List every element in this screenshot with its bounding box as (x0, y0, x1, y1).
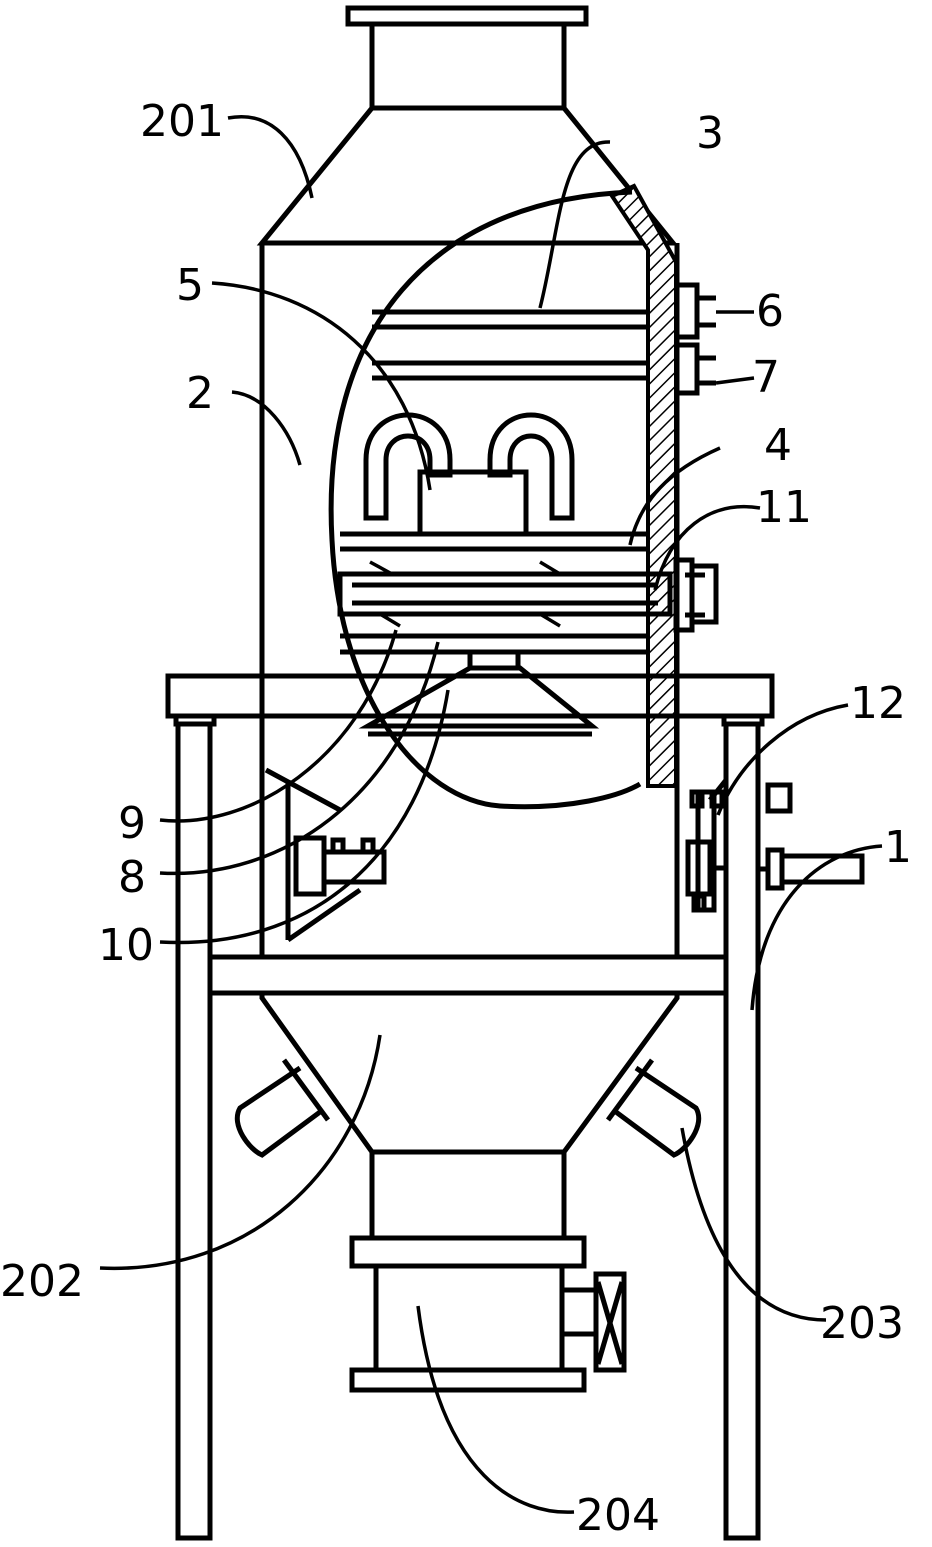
label-3: 3 (696, 108, 724, 159)
frame-legs (175, 721, 761, 1541)
label-8: 8 (118, 852, 146, 903)
bottom-outlet (349, 1152, 627, 1393)
label-204: 204 (576, 1490, 660, 1541)
label-5: 5 (176, 260, 204, 311)
detail-circle (328, 189, 642, 810)
lower-frame-plate (207, 954, 729, 996)
guide-bars (372, 309, 648, 381)
side-pipe-right (605, 1058, 702, 1158)
label-4: 4 (764, 420, 792, 471)
funnel (358, 652, 600, 737)
label-201: 201 (140, 96, 224, 147)
upper-frame-plate (165, 673, 775, 727)
bearing-housing (673, 557, 719, 633)
top-inlet (345, 5, 589, 111)
label-7: 7 (752, 352, 780, 403)
side-plate (609, 183, 678, 788)
label-2: 2 (186, 368, 214, 419)
label-9: 9 (118, 798, 146, 849)
plate-4 (340, 531, 648, 655)
sensor-7 (674, 342, 716, 396)
part-labels: 201 3 5 6 7 2 4 11 12 9 8 10 1 202 203 2… (0, 96, 912, 1541)
label-10: 10 (98, 920, 154, 971)
label-203: 203 (820, 1298, 904, 1349)
label-1: 1 (884, 822, 912, 873)
pipe-1 (758, 782, 865, 891)
shaft-11 (337, 560, 673, 628)
u-magnet-left (363, 412, 453, 521)
side-pipe-left (234, 1058, 331, 1158)
label-12: 12 (850, 678, 906, 729)
block-5 (417, 469, 529, 537)
label-202: 202 (0, 1256, 84, 1307)
label-6: 6 (756, 286, 784, 337)
u-magnet-right (487, 412, 575, 521)
label-11: 11 (756, 482, 812, 533)
drive-12 (685, 778, 728, 913)
leader-lines (99, 115, 883, 1514)
left-mechanism (264, 767, 387, 943)
sensor-6 (674, 282, 716, 340)
lower-cone (259, 993, 680, 1155)
upper-cone (256, 105, 679, 246)
